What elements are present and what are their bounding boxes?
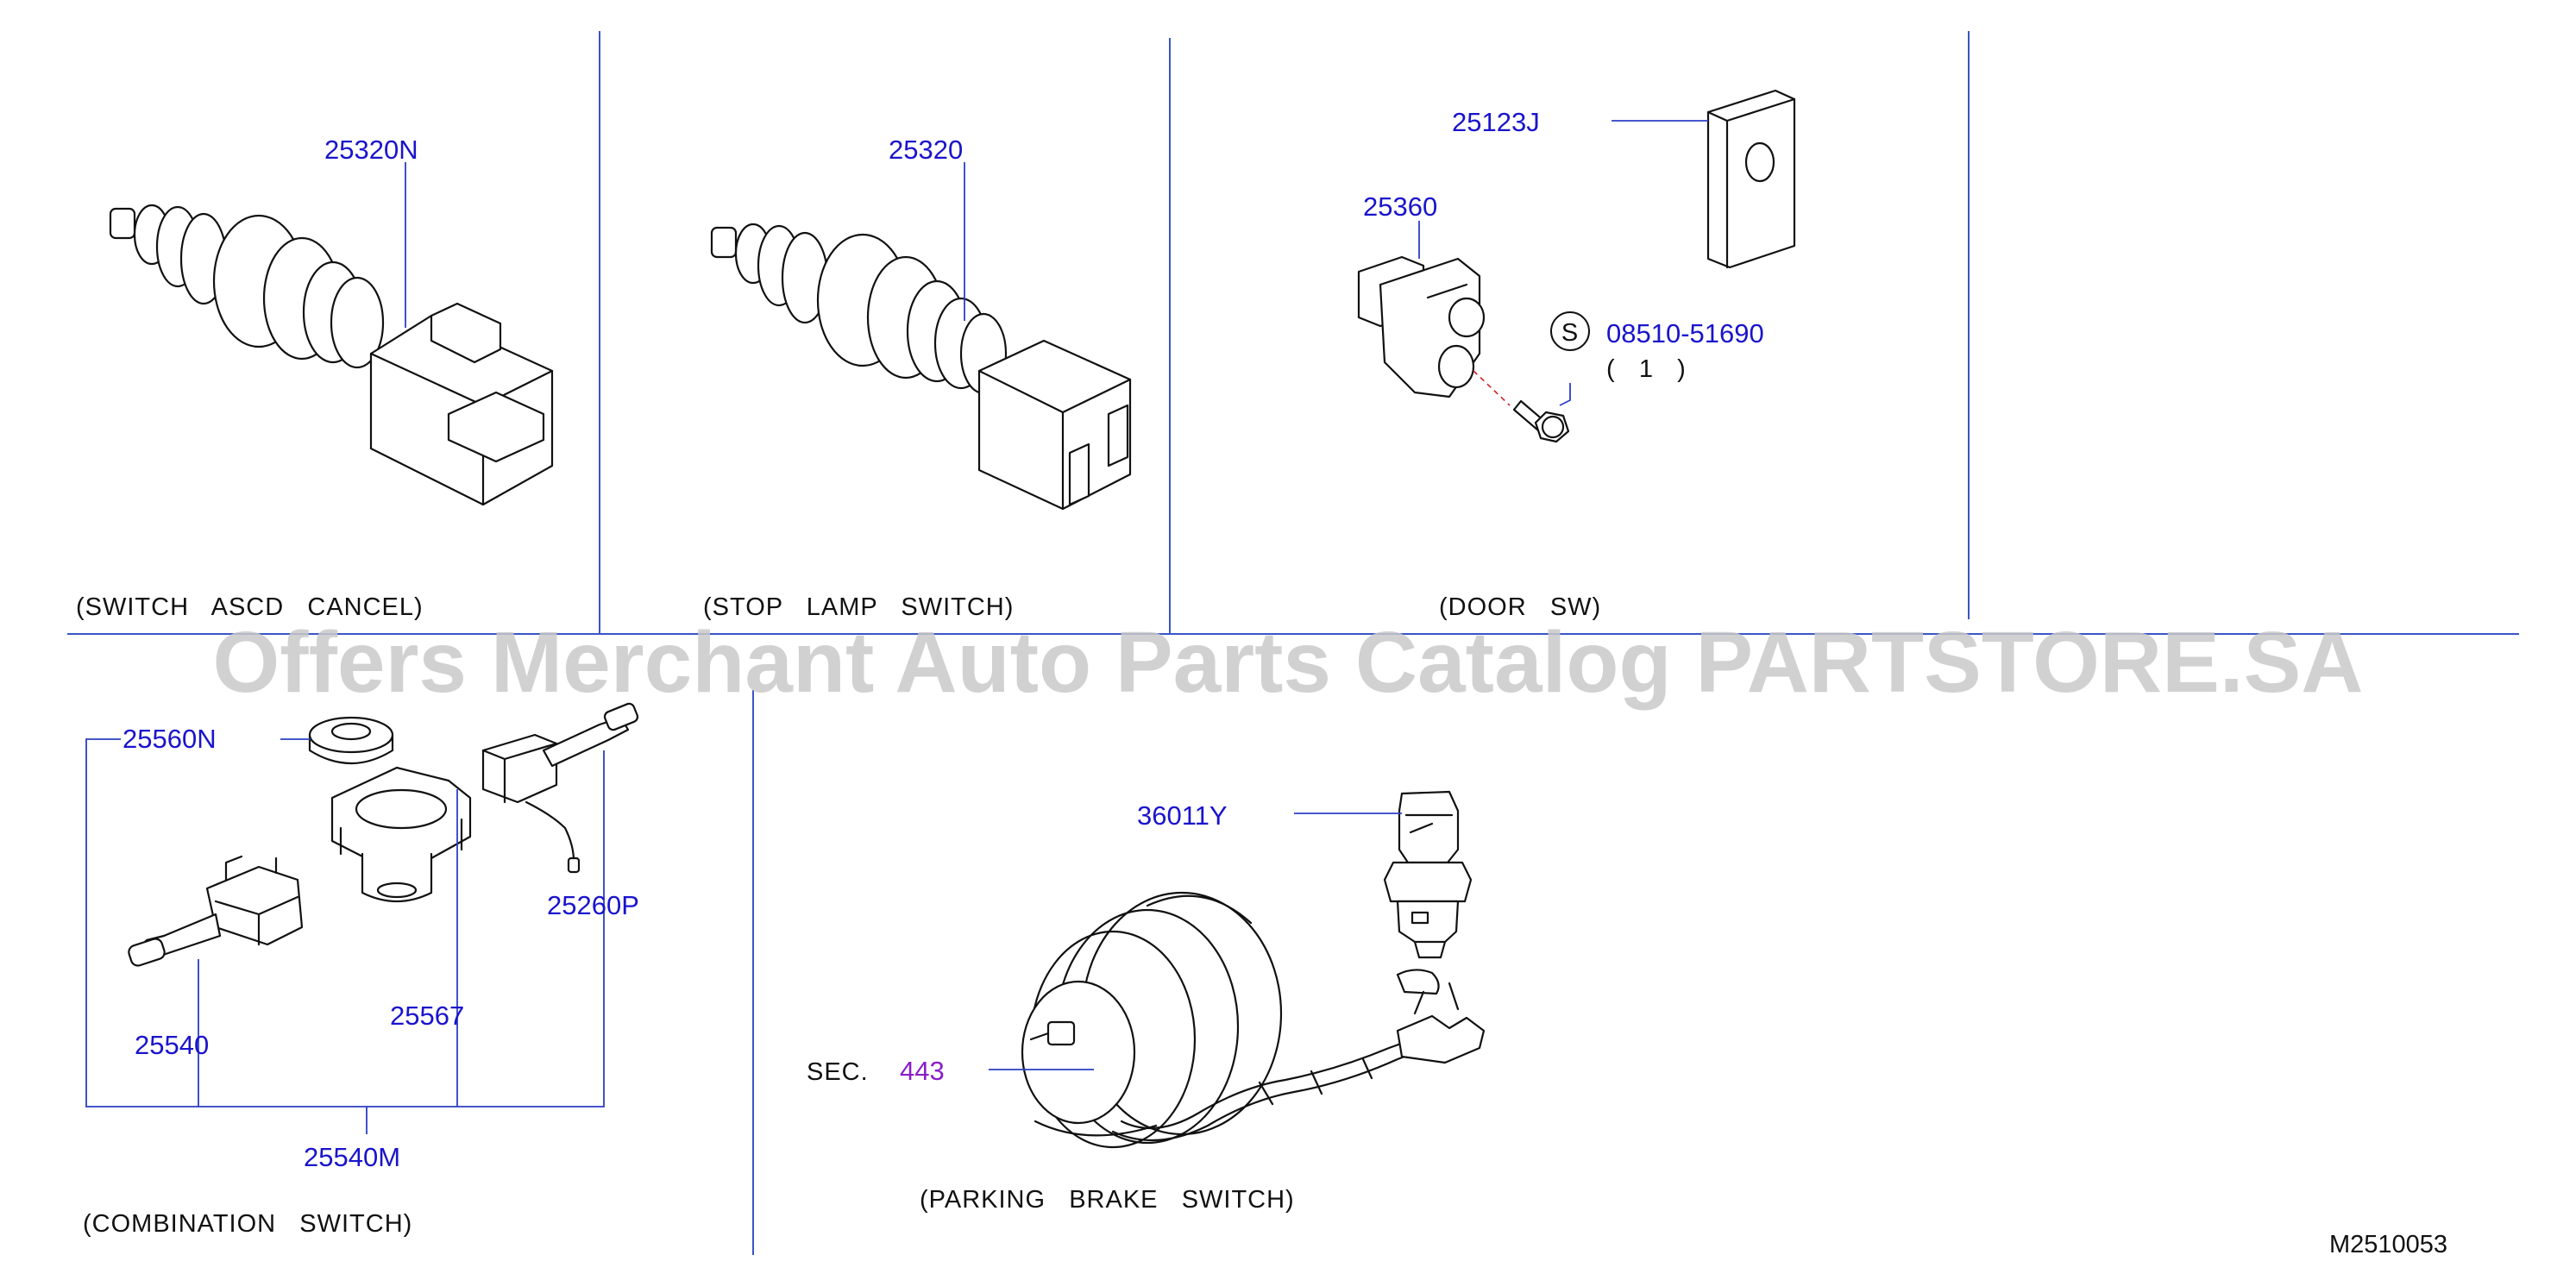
caption-combination: (COMBINATION SWITCH): [83, 1210, 412, 1238]
panel-separators: [67, 31, 2519, 1255]
part-number-25540[interactable]: 25540: [135, 1030, 209, 1060]
part-number-25123J[interactable]: 25123J: [1452, 107, 1540, 137]
part-number-25540M[interactable]: 25540M: [304, 1142, 400, 1172]
part-number-36011Y[interactable]: 36011Y: [1137, 800, 1228, 831]
section-ref-label: SEC.: [807, 1058, 869, 1086]
section-ref-443[interactable]: 443: [900, 1056, 945, 1086]
part-number-25560N[interactable]: 25560N: [123, 724, 217, 754]
combination-switch-illustration: [128, 702, 639, 967]
part-number-08510-51690[interactable]: 08510-51690: [1606, 318, 1764, 348]
caption-asc-cancel: (SWITCH ASCD CANCEL): [76, 593, 424, 621]
part-number-25320N[interactable]: 25320N: [324, 135, 418, 165]
part-number-25567[interactable]: 25567: [390, 1001, 464, 1031]
caption-parking-brake: (PARKING BRAKE SWITCH): [920, 1186, 1295, 1214]
part-number-25320[interactable]: 25320: [889, 135, 963, 165]
watermark: Offers Merchant Auto Parts Catalog PARTS…: [213, 614, 2364, 711]
stop-lamp-switch-illustration: [710, 223, 1132, 511]
part-number-25260P[interactable]: 25260P: [547, 890, 639, 920]
screw-symbol-circle: [1550, 311, 1590, 351]
caption-stop-lamp: (STOP LAMP SWITCH): [703, 593, 1014, 621]
screw-quantity: ( 1 ): [1606, 355, 1687, 383]
drawing-id: M2510053: [2329, 1231, 2447, 1258]
asc-cancel-switch-illustration: [109, 204, 554, 506]
part-number-25360[interactable]: 25360: [1363, 191, 1437, 222]
caption-door-sw: (DOOR SW): [1439, 593, 1601, 621]
door-switch-illustration: [1357, 89, 1796, 443]
parking-brake-switch-illustration: [1021, 790, 1486, 1149]
screw-symbol: S: [1561, 319, 1579, 347]
